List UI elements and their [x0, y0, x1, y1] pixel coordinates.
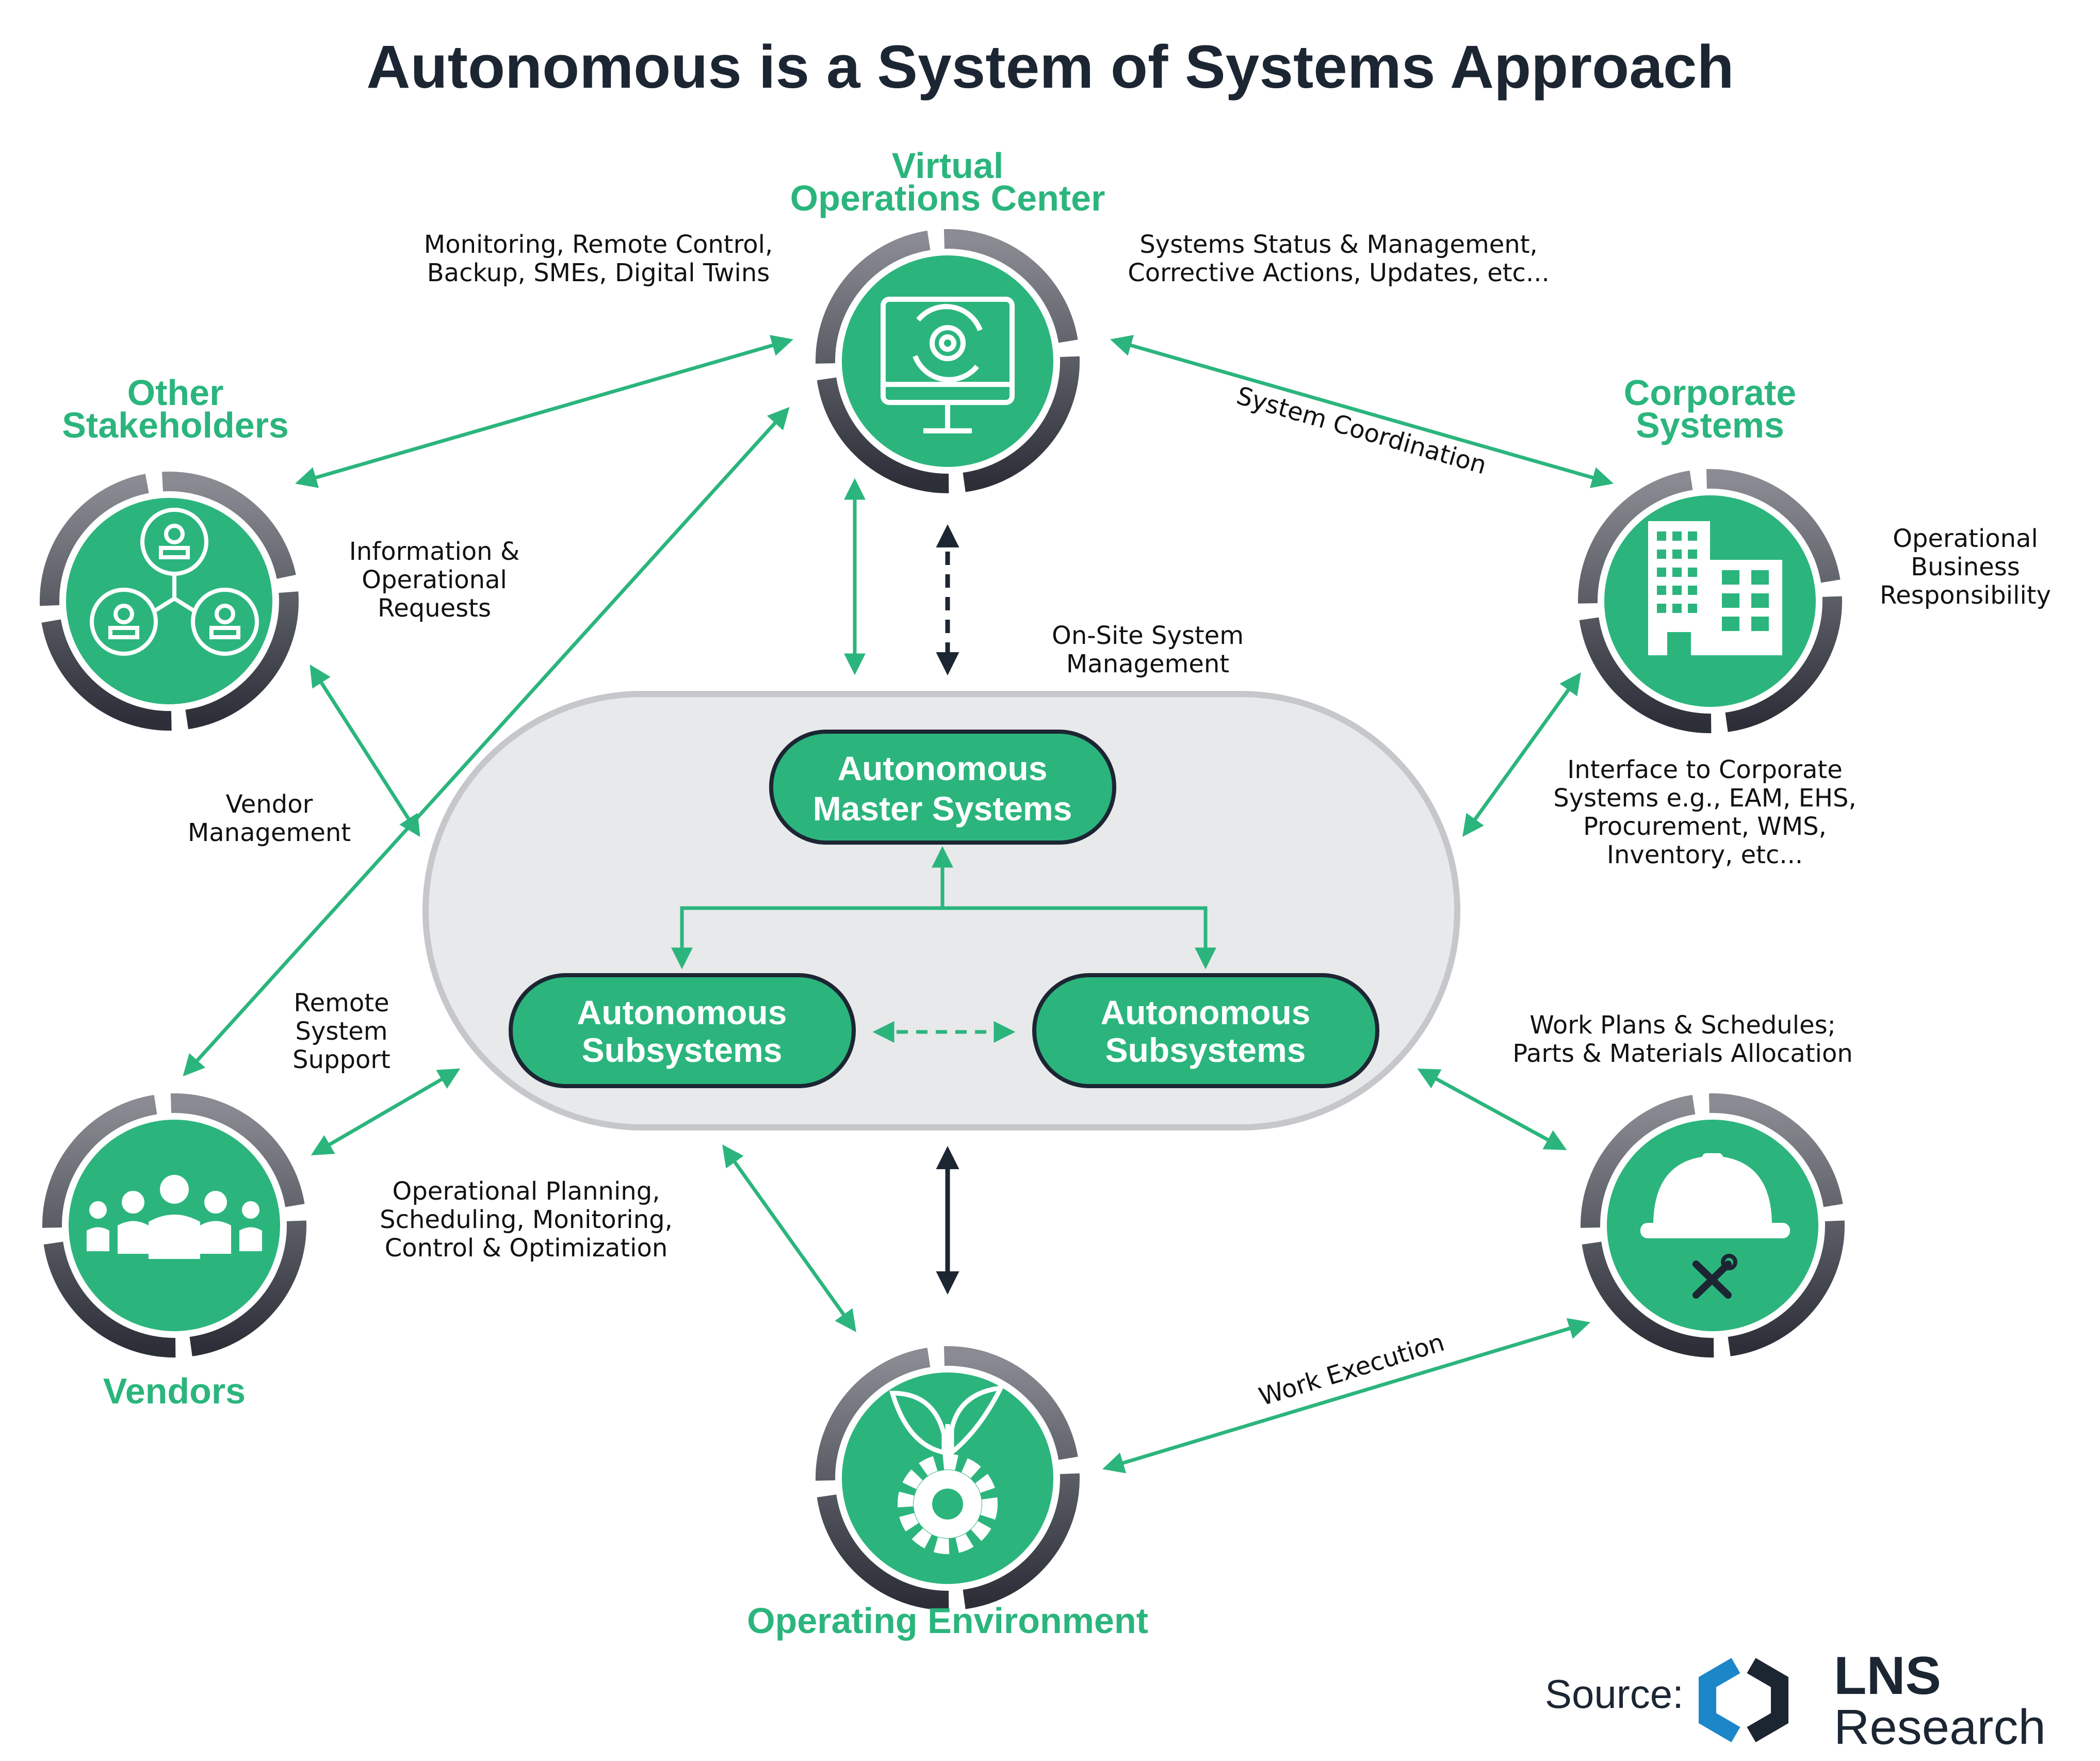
subsystems-right-box: Autonomous Subsystems: [1032, 973, 1379, 1088]
subsystems-left-line1: Autonomous: [577, 993, 787, 1031]
note-work-execution: Work Execution: [1256, 1328, 1447, 1411]
note-info-requests: Information & Operational Requests: [349, 537, 520, 623]
svg-text:Operational Planning,: Operational Planning,: [393, 1177, 660, 1206]
building-icon: [1648, 521, 1782, 655]
svg-text:Interface to Corporate: Interface to Corporate: [1567, 755, 1843, 784]
vendors-label: Vendors: [103, 1371, 246, 1411]
svg-text:Inventory, etc...: Inventory, etc...: [1607, 841, 1803, 869]
vendors-center-arrow: [311, 1068, 461, 1156]
note-systems-status: Systems Status & Management, Corrective …: [1128, 230, 1549, 287]
svg-text:Monitoring, Remote Control,: Monitoring, Remote Control,: [424, 230, 773, 259]
svg-text:Procurement, WMS,: Procurement, WMS,: [1583, 812, 1827, 841]
monitor-gear-icon: [881, 297, 1015, 433]
svg-text:System: System: [296, 1017, 388, 1046]
page-title: Autonomous is a System of Systems Approa…: [366, 33, 1734, 101]
subsystems-left-box: Autonomous Subsystems: [509, 973, 856, 1088]
hardhat-tools-icon: [1640, 1153, 1790, 1299]
vendors-node: [42, 1093, 306, 1358]
svg-text:Operational: Operational: [1893, 524, 2038, 553]
note-monitoring: Monitoring, Remote Control, Backup, SMEs…: [424, 230, 773, 287]
lns-logo-bottom: Research: [1834, 1700, 2046, 1755]
svg-text:Operational: Operational: [362, 566, 507, 594]
corporate-center-arrow: [1462, 672, 1581, 837]
svg-text:Scheduling, Monitoring,: Scheduling, Monitoring,: [380, 1205, 673, 1234]
voc-label-line2: Operations Center: [790, 178, 1105, 218]
svg-text:Remote: Remote: [294, 989, 389, 1017]
group-people-icon: [87, 1175, 262, 1259]
workforce-node: [1581, 1093, 1845, 1358]
voc-corporate-arrow: [1110, 335, 1614, 488]
source-label: Source:: [1545, 1671, 1684, 1717]
voc-vendors-arrow: [183, 407, 790, 1077]
corporate-node: [1578, 469, 1842, 733]
svg-text:Responsibility: Responsibility: [1880, 581, 2051, 610]
operating-center-arrow: [722, 1144, 856, 1332]
note-vendor-mgmt: Vendor Management: [188, 790, 351, 847]
svg-text:Systems e.g., EAM, EHS,: Systems e.g., EAM, EHS,: [1553, 784, 1857, 813]
master-systems-line1: Autonomous: [838, 749, 1048, 787]
svg-text:Systems Status & Management,: Systems Status & Management,: [1139, 230, 1538, 259]
stakeholders-label-line2: Stakeholders: [62, 405, 289, 445]
master-systems-line2: Master Systems: [813, 789, 1072, 828]
lns-logo-top: LNS: [1834, 1646, 1941, 1706]
note-interface: Interface to Corporate Systems e.g., EAM…: [1553, 755, 1857, 869]
note-operational-business: Operational Business Responsibility: [1880, 524, 2051, 610]
svg-text:Information &: Information &: [349, 537, 520, 566]
note-op-planning: Operational Planning, Scheduling, Monito…: [380, 1177, 673, 1263]
svg-text:Vendor: Vendor: [226, 790, 313, 819]
lns-logo: LNS Research: [1699, 1646, 2046, 1755]
svg-text:Support: Support: [292, 1045, 390, 1074]
operating-node: [816, 1346, 1080, 1610]
operating-workforce-arrow: [1102, 1318, 1591, 1474]
subsystems-left-line2: Subsystems: [582, 1031, 783, 1069]
subsystems-right-line2: Subsystems: [1105, 1031, 1306, 1069]
operating-label: Operating Environment: [747, 1601, 1148, 1641]
stakeholders-center-arrow: [310, 664, 420, 837]
note-remote-support: Remote System Support: [292, 989, 390, 1074]
subsystems-right-line1: Autonomous: [1101, 993, 1311, 1031]
svg-text:Parts & Materials Allocation: Parts & Materials Allocation: [1512, 1039, 1853, 1068]
stakeholders-label-line1: Other: [127, 373, 224, 413]
svg-text:Corrective Actions, Updates, e: Corrective Actions, Updates, etc...: [1128, 259, 1549, 287]
svg-text:Backup, SMEs, Digital Twins: Backup, SMEs, Digital Twins: [427, 259, 770, 287]
note-system-coordination: System Coordination: [1233, 381, 1490, 480]
voc-node: [816, 229, 1080, 493]
master-systems-box: Autonomous Master Systems: [769, 730, 1116, 845]
voc-label-line1: Virtual: [892, 146, 1004, 186]
note-work-plans: Work Plans & Schedules; Parts & Material…: [1512, 1011, 1853, 1068]
svg-text:Work Plans & Schedules;: Work Plans & Schedules;: [1529, 1011, 1836, 1040]
corporate-label-line1: Corporate: [1624, 373, 1796, 413]
svg-text:Management: Management: [188, 818, 351, 847]
svg-text:Business: Business: [1911, 553, 2020, 581]
leaf-gear-icon: [889, 1385, 1005, 1554]
note-onsite: On-Site System Management: [1052, 621, 1244, 678]
svg-text:Control & Optimization: Control & Optimization: [385, 1234, 668, 1263]
svg-text:On-Site System: On-Site System: [1052, 621, 1244, 650]
voc-stakeholders-arrow: [295, 335, 794, 488]
svg-text:Management: Management: [1066, 650, 1229, 678]
svg-text:Requests: Requests: [378, 594, 491, 623]
workforce-center-arrow: [1417, 1068, 1567, 1151]
stakeholders-node: [40, 472, 299, 731]
corporate-label-line2: Systems: [1636, 405, 1784, 445]
